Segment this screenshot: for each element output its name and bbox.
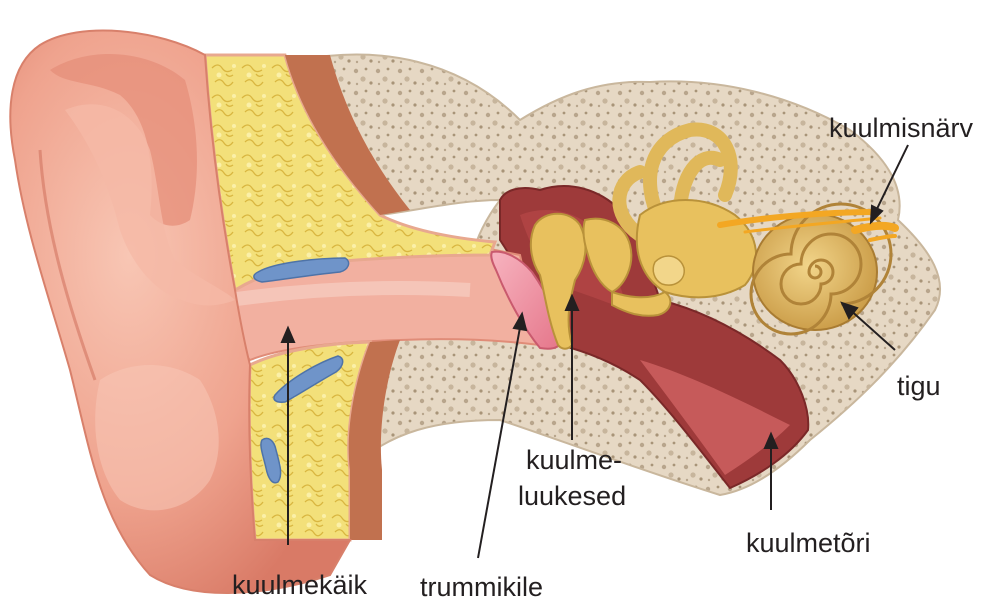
label-kuulmekaik: kuulmekäik [232, 570, 368, 600]
label-kuulmeluukesed-line2: luukesed [518, 481, 626, 511]
label-kuulmisnarv: kuulmisnärv [829, 113, 974, 143]
label-trummikile: trummikile [420, 572, 543, 602]
label-kuulmeluukesed-line1: kuulme- [526, 445, 622, 475]
label-tigu: tigu [897, 371, 941, 401]
label-kuulmetori: kuulmetõri [746, 528, 871, 558]
